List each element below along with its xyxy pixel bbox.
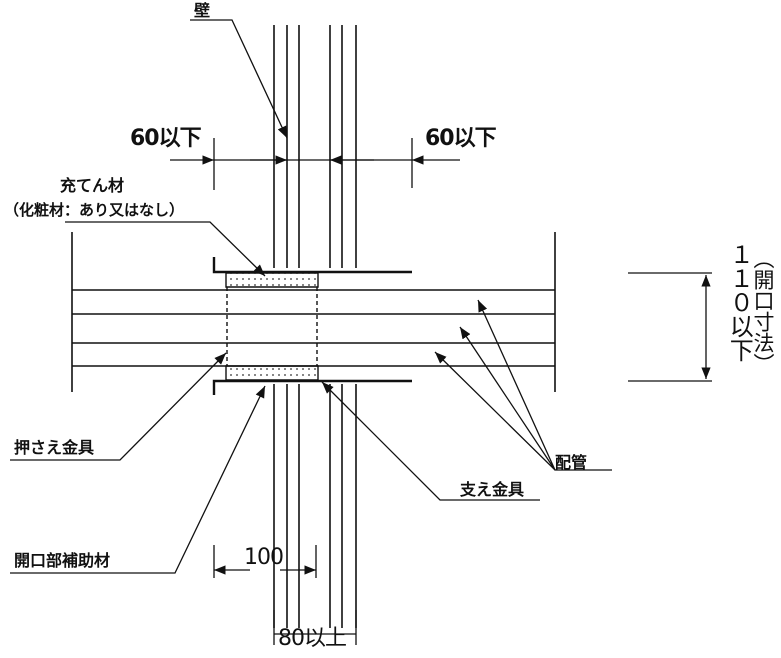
pipes-label: 配管	[555, 453, 588, 472]
top-clearance-dimensions	[170, 138, 460, 190]
pipes	[72, 232, 555, 392]
support-bracket-label: 支え金具	[460, 480, 525, 499]
wall-80-label: 80以上	[278, 626, 347, 651]
wall-label: 壁	[194, 1, 211, 20]
opening-size-label: １１０以下	[725, 242, 754, 362]
wall-upper	[274, 25, 356, 268]
wall-lower	[274, 384, 356, 628]
filler-label: 充てん材	[60, 176, 125, 195]
bracket-plates	[214, 257, 412, 395]
opening-size-note-label: （開口寸法）	[751, 248, 776, 374]
span-100-label: 100	[244, 545, 284, 570]
bottom-dimensions	[214, 545, 356, 645]
opening-reinforcement-label: 開口部補助材	[14, 551, 111, 570]
opening-dimension	[628, 273, 712, 381]
leader-lines	[10, 20, 612, 573]
filler-note-label: （化粧材：あり又はなし）	[4, 201, 185, 219]
filler-blocks	[226, 273, 318, 380]
left-clearance-label: 60以下	[130, 126, 202, 151]
right-clearance-label: 60以下	[425, 126, 497, 151]
retaining-bracket-label: 押さえ金具	[14, 438, 95, 457]
